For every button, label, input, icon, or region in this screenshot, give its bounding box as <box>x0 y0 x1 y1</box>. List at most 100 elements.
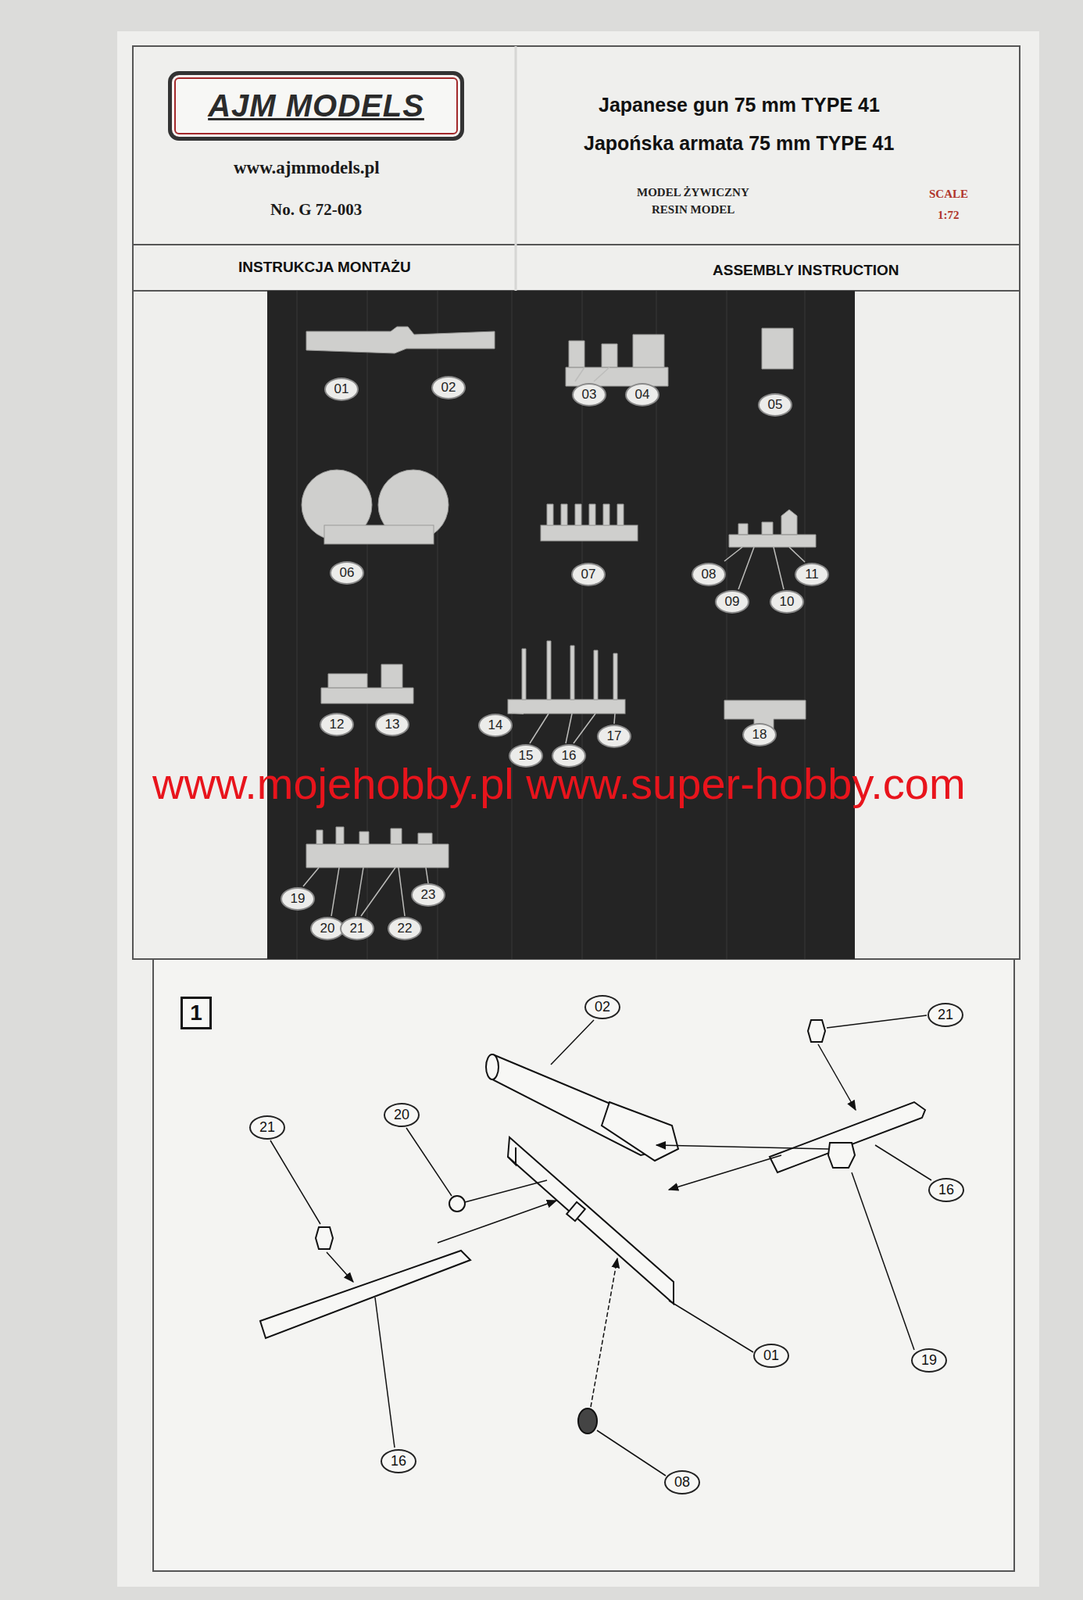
texture-line <box>511 290 513 959</box>
scale-value: 1:72 <box>937 208 960 222</box>
callout-number: 16 <box>928 1177 965 1202</box>
callout-text: 14 <box>488 717 504 733</box>
part-rods-14-17 <box>521 640 618 700</box>
callout-text: 17 <box>607 728 622 744</box>
callout-number: 23 <box>411 882 446 907</box>
arrow-line <box>437 1200 557 1243</box>
leader-line <box>789 546 805 562</box>
scale-label: SCALE <box>929 187 969 201</box>
callout-text: 12 <box>329 716 345 733</box>
frame-divider <box>132 243 1020 246</box>
arrow-line <box>818 1043 856 1110</box>
arrow-line <box>590 1258 618 1407</box>
leader-line <box>355 867 364 916</box>
callout-number: 21 <box>927 1002 964 1027</box>
texture-line <box>296 290 298 959</box>
part-05 <box>761 328 794 369</box>
leader-line <box>511 712 524 714</box>
callout-number: 07 <box>571 562 606 587</box>
leader-line <box>875 1144 932 1180</box>
callout-number: 19 <box>280 886 315 911</box>
callout-text: 07 <box>581 566 597 583</box>
leader-line <box>398 867 405 916</box>
callout-text: 18 <box>752 726 768 743</box>
callout-text: 13 <box>385 716 401 733</box>
leader-line <box>565 713 572 744</box>
callout-number: 08 <box>664 1469 701 1495</box>
part-20 <box>449 1195 465 1212</box>
callout-text: 16 <box>390 1452 407 1470</box>
callout-text: 19 <box>921 1351 937 1369</box>
callout-number: 10 <box>769 589 805 614</box>
arrow-line <box>656 1144 829 1149</box>
callout-number: 21 <box>249 1115 286 1140</box>
leader-line <box>331 867 340 916</box>
callout-text: 01 <box>763 1347 780 1364</box>
paper-sheet <box>117 31 1040 1587</box>
photo-leaders <box>303 367 805 916</box>
leader-line <box>425 867 429 883</box>
callout-text: 22 <box>397 920 413 937</box>
leader-line <box>361 867 396 916</box>
part-sprue-01-02 <box>306 326 495 354</box>
callout-text: 11 <box>804 566 819 583</box>
paper-fold <box>514 46 518 291</box>
leader-line <box>303 867 319 887</box>
leader-line <box>270 1140 321 1224</box>
part-sprue-19-23 <box>306 826 449 868</box>
leader-line <box>738 546 755 590</box>
logo-text: AJM MODELS <box>207 88 425 124</box>
part-sprue-08-11 <box>729 509 816 547</box>
logo-box: AJM MODELS <box>167 71 465 141</box>
catalogue-number: No. G 72-003 <box>270 200 362 220</box>
trail-edge <box>507 1147 516 1165</box>
leader-line <box>773 546 784 590</box>
callout-text: 01 <box>334 381 350 397</box>
part-06-sprue <box>324 525 434 544</box>
callout-text: 06 <box>339 564 355 581</box>
callout-number: 11 <box>794 562 830 587</box>
photo-texture <box>296 290 805 959</box>
callout-text: 21 <box>937 1006 954 1023</box>
callout-number: 04 <box>625 382 660 407</box>
step-panel <box>153 958 1015 1571</box>
website-url: www.ajmmodels.pl <box>233 157 380 179</box>
part-07-sprue <box>540 525 638 541</box>
callout-text: 19 <box>290 890 306 907</box>
leader-line <box>464 1179 547 1202</box>
callout-text: 05 <box>768 396 783 413</box>
callout-number: 14 <box>478 713 513 737</box>
leader-line <box>573 713 596 744</box>
callout-number: 02 <box>431 375 466 400</box>
texture-line <box>804 290 806 959</box>
part-sprue-12-13 <box>321 664 414 704</box>
callout-text: 04 <box>635 386 651 403</box>
part-21-right <box>807 1019 826 1042</box>
step-number-box: 1 <box>180 996 212 1030</box>
callout-number: 20 <box>383 1102 420 1127</box>
callout-text: 20 <box>393 1106 410 1123</box>
callout-number: 17 <box>596 724 632 748</box>
callout-text: 02 <box>594 998 611 1016</box>
watermark: www.mojehobby.pl www.super-hobby.com <box>152 757 966 809</box>
leader-line <box>851 1172 915 1350</box>
leader-line <box>550 1019 594 1065</box>
leader-line <box>575 367 585 382</box>
gun-illustration <box>260 1019 926 1434</box>
leader-line <box>614 713 615 724</box>
section-heading: ASSEMBLY INSTRUCTION <box>712 261 900 279</box>
leader-line <box>724 546 743 562</box>
part-21-left <box>315 1226 333 1249</box>
leader-line <box>529 713 549 744</box>
header-frame <box>132 46 1020 959</box>
part-07-rods <box>546 503 624 526</box>
callout-text: 1 <box>189 1000 203 1026</box>
leader-line <box>406 1127 452 1196</box>
callout-text: 08 <box>701 566 717 583</box>
callout-number: 01 <box>753 1343 790 1368</box>
callout-number: 08 <box>691 562 726 587</box>
callout-text: 02 <box>441 379 457 396</box>
step-leaders <box>270 1015 932 1476</box>
callout-number: 16 <box>380 1448 417 1473</box>
